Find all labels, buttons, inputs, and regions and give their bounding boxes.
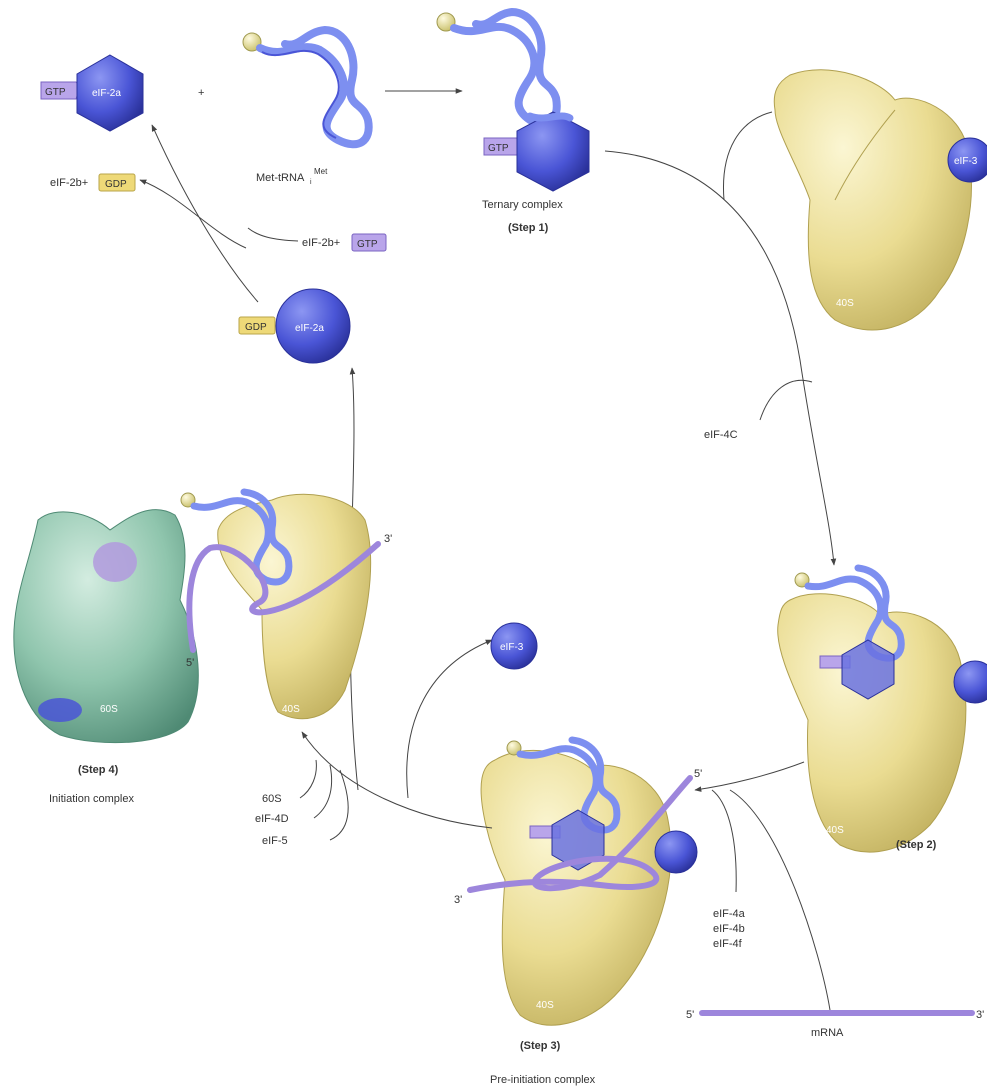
step2-complex: 40S (Step 2) bbox=[778, 568, 987, 852]
eif3-free: eIF-3 bbox=[491, 623, 537, 669]
ternary-complex-label: Ternary complex bbox=[482, 199, 563, 211]
met-trna-label: Met-tRNA bbox=[256, 172, 305, 184]
arrow-eif3-release bbox=[407, 640, 492, 798]
gtp-mid-label: GTP bbox=[357, 239, 378, 250]
ribo-40s-s4-label: 40S bbox=[282, 704, 300, 715]
ternary-gtp-label: GTP bbox=[488, 143, 509, 154]
mrna-label: mRNA bbox=[811, 1027, 844, 1039]
eif4c-label: eIF-4C bbox=[704, 429, 738, 441]
step4-three-label: 3' bbox=[384, 533, 392, 545]
arrow-eif5-in bbox=[330, 770, 348, 840]
eif2a-mid-label: eIF-2a bbox=[295, 323, 324, 334]
ribo-40s-s2-label: 40S bbox=[826, 825, 844, 836]
factor-60s-label: 60S bbox=[262, 793, 282, 805]
step3-five-label: 5' bbox=[694, 768, 702, 780]
eif4a-label: eIF-4a bbox=[713, 908, 746, 920]
arrow-gtp-in bbox=[248, 228, 298, 241]
met-trna: Met-tRNA i Met bbox=[243, 30, 369, 186]
gdp-top-label: GDP bbox=[105, 179, 127, 190]
trna-helix bbox=[260, 30, 369, 144]
eif2b-gtp-prefix: eIF-2b+ bbox=[302, 237, 340, 249]
eif2a-gtp-complex: GTP eIF-2a bbox=[41, 55, 143, 131]
arrow-40s-join bbox=[723, 112, 772, 200]
gtp-label: GTP bbox=[45, 87, 66, 98]
step1-label: (Step 1) bbox=[508, 222, 549, 234]
factor-eif5-label: eIF-5 bbox=[262, 835, 288, 847]
arrow-gdp-release bbox=[152, 125, 258, 302]
initiation-complex-label: Initiation complex bbox=[49, 793, 134, 805]
step3-three-label: 3' bbox=[454, 894, 462, 906]
step3-complex: 5' 3' 40S (Step 3) Pre-initiation comple… bbox=[454, 740, 702, 1086]
ribo-60s-label: 60S bbox=[100, 704, 118, 715]
step4-label: (Step 4) bbox=[78, 764, 119, 776]
ribo-40s-top-label: 40S bbox=[836, 298, 854, 309]
eif3-top-label: eIF-3 bbox=[954, 156, 978, 167]
step4-complex: 3' 5' 60S 40S (Step 4) Initiation comple… bbox=[14, 492, 392, 805]
met-trna-subscript: i bbox=[310, 179, 312, 186]
mrna-three-label: 3' bbox=[976, 1009, 984, 1021]
eif2a-gdp-complex: GDP eIF-2a bbox=[239, 289, 350, 363]
arrow-step2-to-step3 bbox=[695, 762, 804, 790]
step3-label: (Step 3) bbox=[520, 1040, 561, 1052]
free-mrna: 5' 3' mRNA bbox=[686, 1009, 984, 1039]
ribosome-40s-s4 bbox=[218, 494, 371, 718]
plus-sign: + bbox=[198, 87, 204, 99]
arrow-eif4d-in bbox=[314, 765, 332, 818]
factor-eif4d-label: eIF-4D bbox=[255, 813, 289, 825]
eif2a-label: eIF-2a bbox=[92, 88, 121, 99]
step4-five-label: 5' bbox=[186, 657, 194, 669]
eif3-free-label: eIF-3 bbox=[500, 642, 524, 653]
arrow-mrna-in bbox=[730, 790, 830, 1010]
arrow-60s-in bbox=[300, 760, 316, 798]
arrow-step3-to-step4 bbox=[302, 732, 492, 828]
preinitiation-label: Pre-initiation complex bbox=[490, 1074, 596, 1086]
eif2b-gdp-prefix: eIF-2b+ bbox=[50, 177, 88, 189]
ternary-complex: GTP Ternary complex (Step 1) bbox=[437, 12, 589, 234]
mrna-five-label: 5' bbox=[686, 1009, 694, 1021]
arrow-eif4-in bbox=[712, 790, 736, 892]
ribosome-40s-eif3: eIF-3 40S bbox=[774, 70, 987, 330]
eif4b-label: eIF-4b bbox=[713, 923, 745, 935]
arrow-gdp-out bbox=[140, 180, 246, 248]
step2-label: (Step 2) bbox=[896, 839, 937, 851]
ribo-40s-s3-label: 40S bbox=[536, 1000, 554, 1011]
eif4f-label: eIF-4f bbox=[713, 938, 743, 950]
gdp-mid-label: GDP bbox=[245, 322, 267, 333]
ternary-eif2a-hexagon bbox=[517, 112, 589, 191]
met-trna-superscript: Met bbox=[314, 167, 328, 176]
arrow-ternary-to-step2 bbox=[605, 151, 834, 565]
